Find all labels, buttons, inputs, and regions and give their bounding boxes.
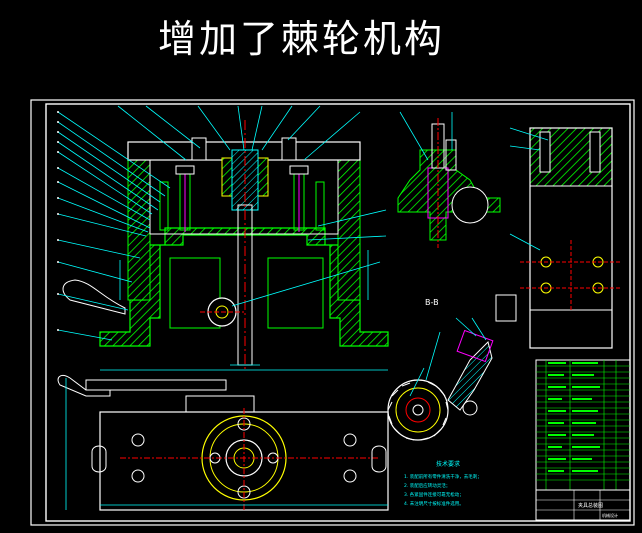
- note-item: 3. 各紧固件连接可靠无松动；: [404, 491, 464, 498]
- drawing-frame: [30, 99, 635, 526]
- title-block-company: 机械设计: [602, 512, 618, 518]
- ratchet-view: B-B: [387, 298, 494, 441]
- top-view: [57, 375, 389, 512]
- note-item: 1. 装配前所有零件清洗干净，去毛刺；: [404, 473, 482, 480]
- side-view: [495, 127, 620, 349]
- drawing-title: 增加了棘轮机构: [158, 17, 446, 61]
- detail-section-view: [397, 111, 501, 248]
- section-label: B-B: [425, 298, 439, 307]
- technical-notes: 技术要求 1. 装配前所有零件清洗干净，去毛刺； 2. 装配后应转动灵活； 3.…: [404, 460, 482, 507]
- title-block: 夹具总装图 机械设计: [535, 359, 631, 521]
- title-block-name: 夹具总装图: [578, 502, 603, 509]
- note-item: 4. 未注明尺寸按标准件选用。: [404, 500, 464, 507]
- notes-heading: 技术要求: [436, 460, 460, 468]
- note-item: 2. 装配后应转动灵活；: [404, 482, 450, 489]
- front-section-view: [57, 105, 389, 371]
